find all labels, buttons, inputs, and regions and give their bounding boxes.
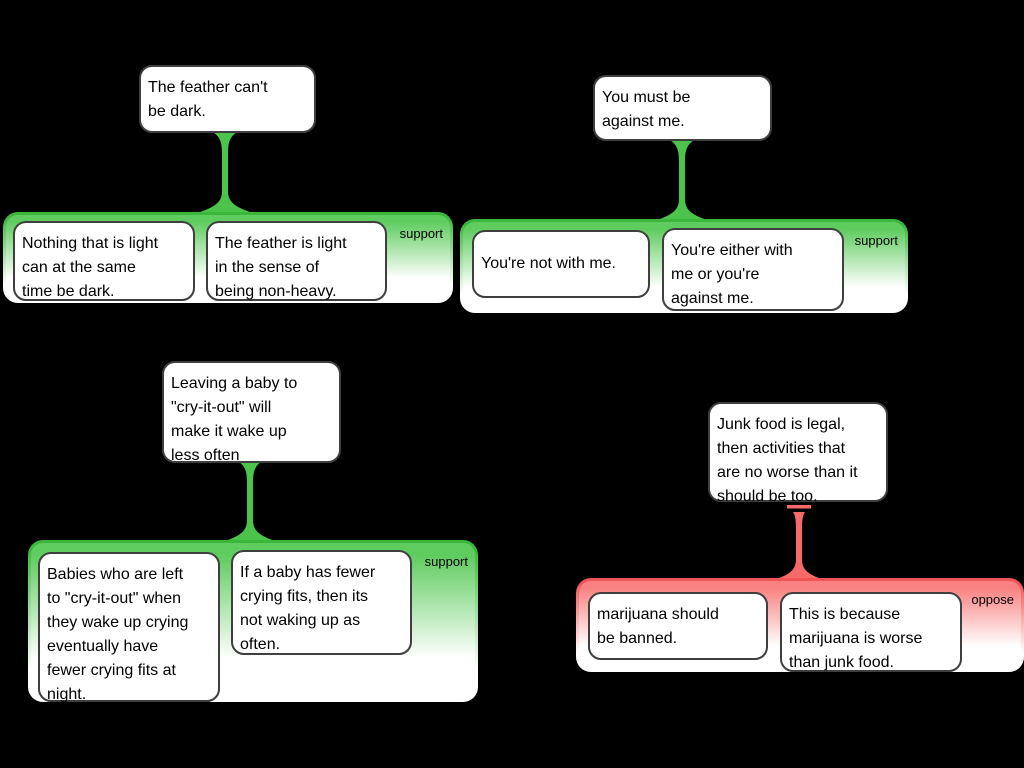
oppose-group-junk-food[interactable]: oppose marijuana should be banned. This … — [576, 578, 1024, 672]
support-connector-feather[interactable] — [185, 132, 265, 213]
premise-node[interactable]: You're not with me. — [472, 230, 650, 298]
text-line: be banned. — [597, 630, 678, 647]
text-line: eventually have — [47, 638, 159, 655]
text-line: You're not with me. — [481, 255, 616, 272]
text-line: You must be — [602, 89, 691, 106]
conclusion-node-cry-it-out[interactable]: Leaving a baby to "cry-it-out" will make… — [162, 361, 341, 464]
premise-node[interactable]: If a baby has fewer crying fits, then it… — [231, 550, 412, 655]
text-line: You're either with — [671, 242, 793, 259]
text-line: than junk food. — [789, 654, 894, 671]
text-line: often. — [240, 636, 281, 653]
premise-text: Babies who are left to "cry-it-out" when… — [40, 554, 218, 707]
support-connector-against-me[interactable] — [642, 140, 722, 221]
oppose-label: oppose — [971, 592, 1014, 607]
text-line: can at the same — [22, 259, 136, 276]
text-line: against me. — [602, 113, 685, 130]
text-line: marijuana is worse — [789, 630, 923, 647]
text-line: being non-heavy. — [215, 283, 337, 300]
text-line: should be too. — [717, 488, 818, 505]
text-line: less often — [171, 447, 240, 464]
support-funnel-shape — [222, 461, 278, 542]
conclusion-text: The feather can't be dark. — [141, 67, 314, 124]
text-line: me or you're — [671, 266, 760, 283]
premise-node[interactable]: The feather is light in the sense of bei… — [206, 221, 387, 301]
text-line: marijuana should — [597, 606, 719, 623]
support-connector-cry-it-out[interactable] — [210, 461, 290, 542]
text-line: are no worse than it — [717, 464, 858, 481]
text-line: The feather is light — [215, 235, 347, 252]
premise-node[interactable]: Babies who are left to "cry-it-out" when… — [38, 552, 220, 703]
premise-text: You're either with me or you're against … — [664, 230, 842, 311]
premise-node[interactable]: You're either with me or you're against … — [662, 228, 844, 311]
oppose-funnel-shape — [773, 512, 825, 580]
support-funnel-shape — [197, 132, 253, 213]
oppose-bar — [787, 505, 811, 509]
premise-text: Nothing that is light can at the same ti… — [15, 223, 193, 304]
conclusion-node-junk-food[interactable]: Junk food is legal, then activities that… — [708, 402, 888, 505]
text-line: This is because — [789, 606, 901, 623]
text-line: Leaving a baby to — [171, 375, 298, 392]
support-funnel-shape — [654, 140, 710, 221]
text-line: Babies who are left — [47, 566, 184, 583]
text-line: fewer crying fits at — [47, 662, 176, 679]
text-line: night. — [47, 686, 87, 703]
premise-node[interactable]: marijuana should be banned. — [588, 592, 768, 660]
text-line: Nothing that is light — [22, 235, 159, 252]
premise-node[interactable]: Nothing that is light can at the same ti… — [13, 221, 195, 301]
conclusion-text: You must be against me. — [595, 77, 770, 134]
support-label: support — [399, 226, 443, 241]
support-group-cry-it-out[interactable]: support Babies who are left to "cry-it-o… — [28, 540, 478, 703]
support-label: support — [424, 554, 468, 569]
support-group-against-me[interactable]: support You're not with me. You're eithe… — [460, 219, 908, 313]
premise-text: You're not with me. — [474, 252, 621, 276]
support-label: support — [854, 233, 898, 248]
conclusion-text: Leaving a baby to "cry-it-out" will make… — [164, 363, 339, 468]
text-line: If a baby has fewer — [240, 564, 376, 581]
conclusion-text: Junk food is legal, then activities that… — [710, 404, 886, 509]
premise-text: This is because marijuana is worse than … — [782, 594, 960, 675]
text-line: Junk food is legal, — [717, 416, 846, 433]
premise-node[interactable]: This is because marijuana is worse than … — [780, 592, 962, 672]
conclusion-node-feather[interactable]: The feather can't be dark. — [139, 65, 316, 133]
text-line: against me. — [671, 290, 754, 307]
text-line: crying fits, then its — [240, 588, 369, 605]
text-line: make it wake up — [171, 423, 287, 440]
text-line: The feather can't — [148, 79, 268, 96]
oppose-connector-junk-food[interactable] — [759, 505, 839, 580]
text-line: "cry-it-out" will — [171, 399, 272, 416]
text-line: not waking up as — [240, 612, 361, 629]
text-line: to "cry-it-out" when — [47, 590, 182, 607]
premise-text: The feather is light in the sense of bei… — [208, 223, 385, 304]
text-line: time be dark. — [22, 283, 115, 300]
text-line: then activities that — [717, 440, 846, 457]
text-line: they wake up crying — [47, 614, 189, 631]
premise-text: marijuana should be banned. — [590, 594, 766, 651]
premise-text: If a baby has fewer crying fits, then it… — [233, 552, 410, 657]
text-line: in the sense of — [215, 259, 320, 276]
conclusion-node-against-me[interactable]: You must be against me. — [593, 75, 772, 141]
text-line: be dark. — [148, 103, 206, 120]
support-group-feather[interactable]: support Nothing that is light can at the… — [3, 212, 453, 303]
